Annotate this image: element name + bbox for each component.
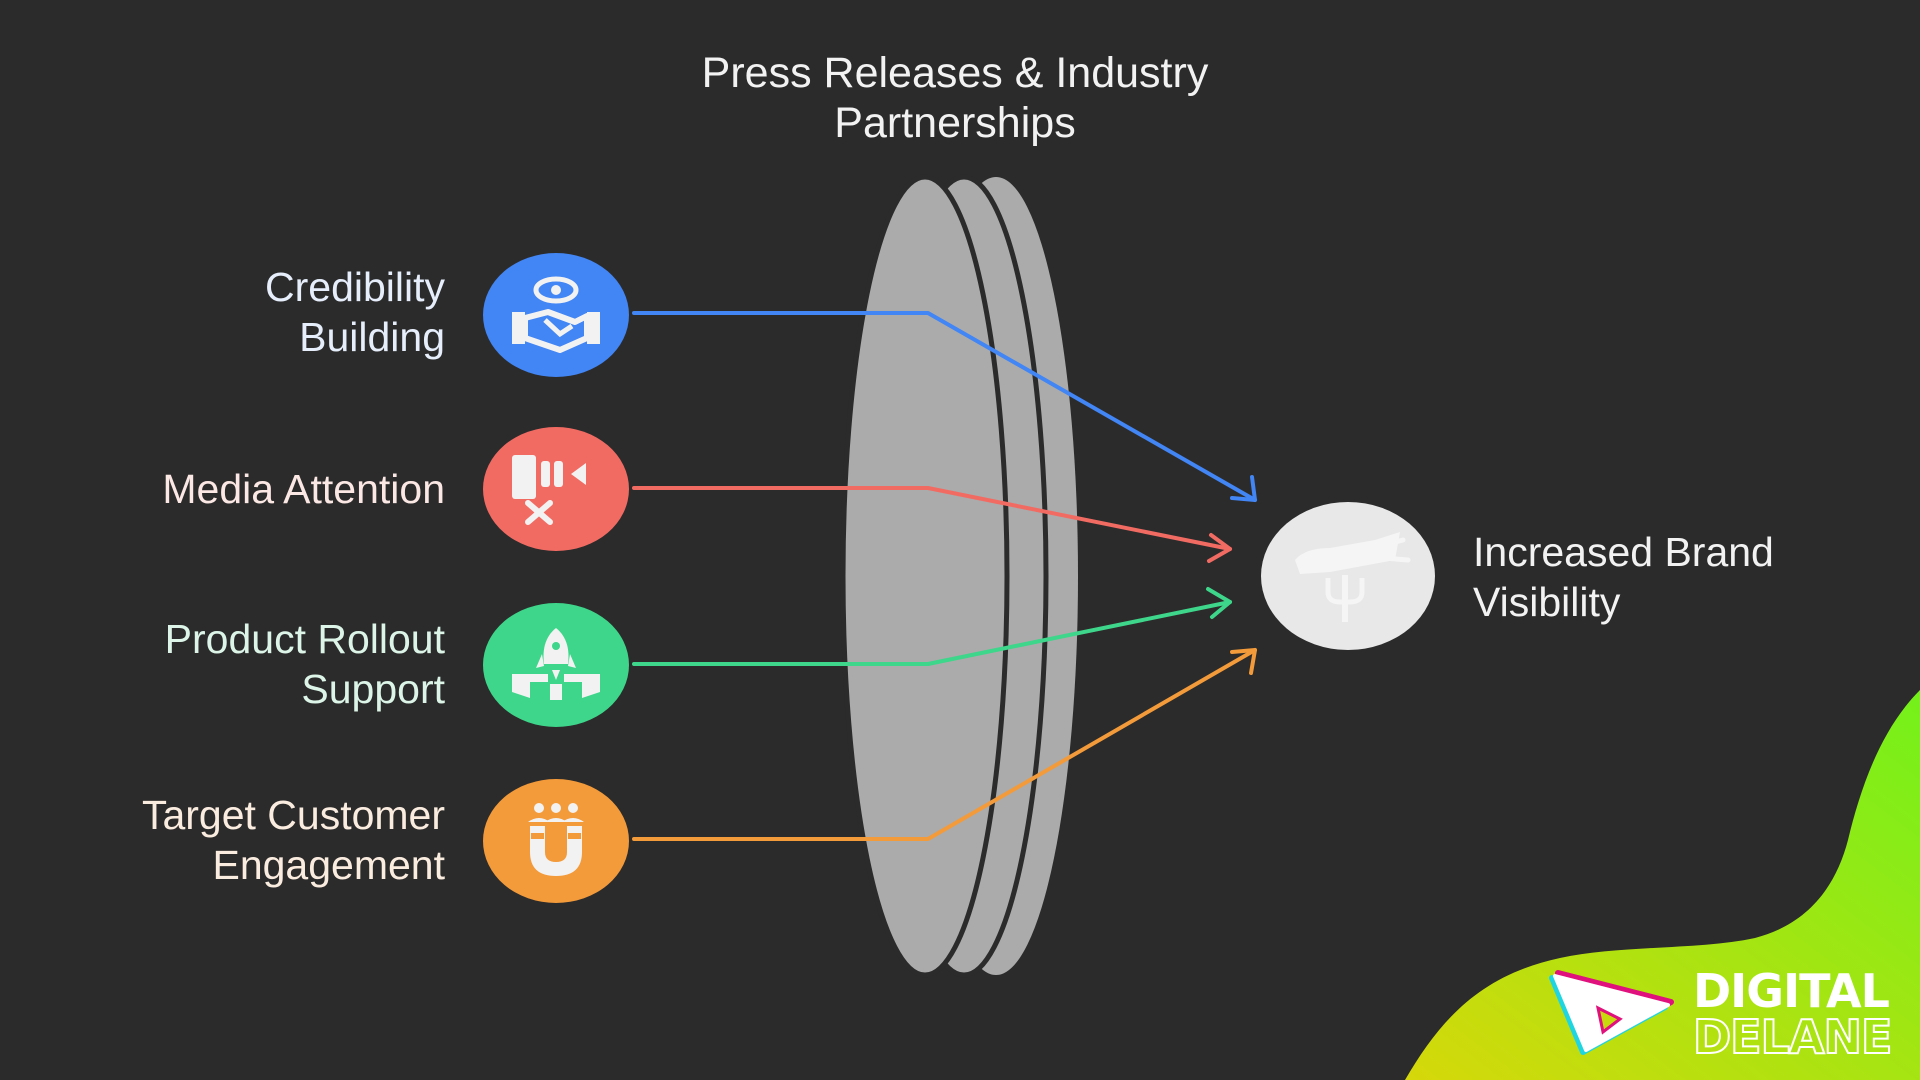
label-line: Credibility bbox=[265, 264, 445, 310]
camera-off-icon bbox=[512, 455, 586, 525]
label-line: Building bbox=[299, 314, 445, 360]
title-line-2: Partnerships bbox=[834, 99, 1076, 147]
connector-product bbox=[632, 587, 1232, 666]
product-node bbox=[483, 603, 629, 727]
connector-credibility bbox=[632, 311, 1257, 502]
lens-filter bbox=[840, 174, 1078, 978]
title-line-1: Press Releases & Industry bbox=[701, 49, 1209, 97]
label-line: Engagement bbox=[212, 842, 445, 888]
brand-logo-delane: DELANE bbox=[1692, 1010, 1893, 1064]
megaphone-icon bbox=[1295, 532, 1411, 622]
brand-logo-icon bbox=[1549, 970, 1674, 1055]
label-increased-brand-visibility: Increased Brand Visibility bbox=[1473, 527, 1774, 627]
customer-node bbox=[483, 779, 629, 903]
brand-logo-digital: DIGITAL bbox=[1693, 964, 1890, 1018]
connector-customer bbox=[632, 648, 1257, 841]
label-line: Increased Brand bbox=[1473, 529, 1774, 575]
magnet-audience-icon bbox=[528, 803, 584, 876]
label-media-attention: Media Attention bbox=[162, 464, 445, 514]
label-credibility-building: Credibility Building bbox=[265, 262, 445, 362]
brand-blob bbox=[1405, 690, 1920, 1080]
outcome-node bbox=[1261, 502, 1435, 650]
label-line: Target Customer bbox=[141, 792, 445, 838]
connector-media bbox=[632, 486, 1232, 563]
lens-title: Press Releases & Industry Partnerships bbox=[620, 48, 1290, 148]
label-product-rollout-support: Product Rollout Support bbox=[165, 614, 445, 714]
label-line: Product Rollout bbox=[164, 616, 445, 662]
media-node bbox=[483, 427, 629, 551]
credibility-node bbox=[483, 253, 629, 377]
handshake-eye-icon bbox=[512, 276, 600, 353]
label-line: Media Attention bbox=[162, 466, 445, 512]
label-target-customer-engagement: Target Customer Engagement bbox=[142, 790, 445, 890]
label-line: Support bbox=[301, 666, 445, 712]
rocket-launch-icon bbox=[512, 628, 600, 700]
label-line: Visibility bbox=[1473, 579, 1621, 625]
